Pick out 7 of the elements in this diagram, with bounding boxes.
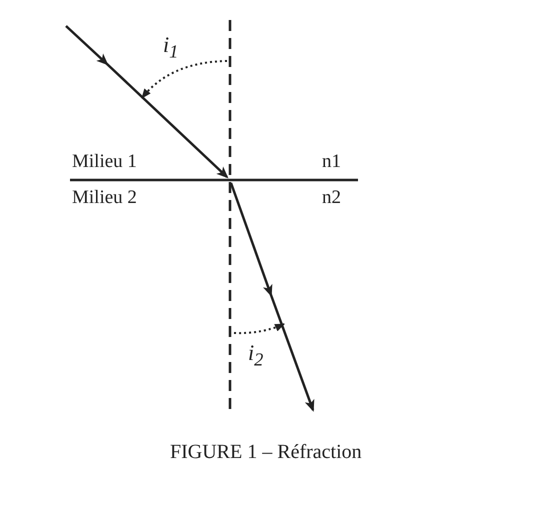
index-label: n1 <box>322 152 341 171</box>
figure-caption: FIGURE 1 – Réfraction <box>170 442 362 462</box>
angle-label: i$_{2}$ <box>248 342 264 369</box>
medium-label: Milieu 1 <box>72 152 137 171</box>
medium-label: Milieu 2 <box>72 188 137 207</box>
index-label: n2 <box>322 188 341 207</box>
angle-label: i$_{1}$ <box>163 34 178 61</box>
